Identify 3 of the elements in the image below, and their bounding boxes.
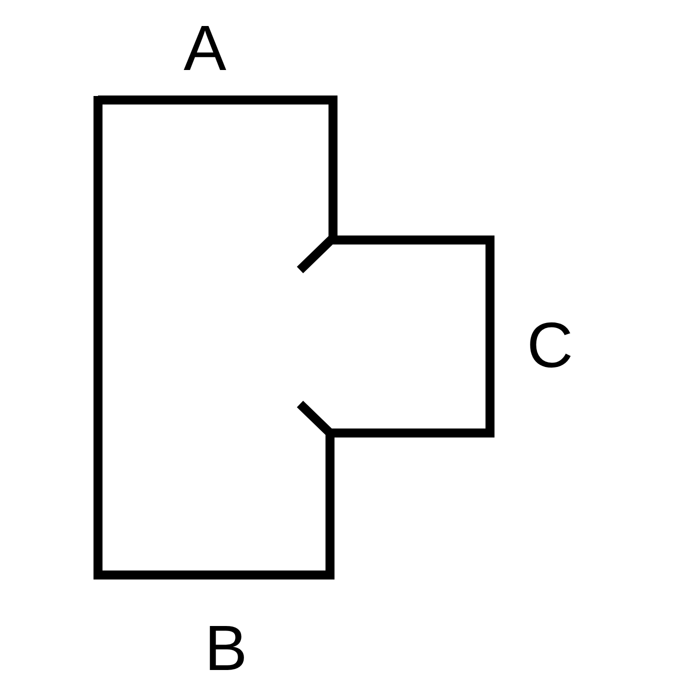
part-label: A — [184, 16, 226, 80]
part-label: C — [526, 313, 574, 377]
part-label: B — [204, 616, 248, 680]
